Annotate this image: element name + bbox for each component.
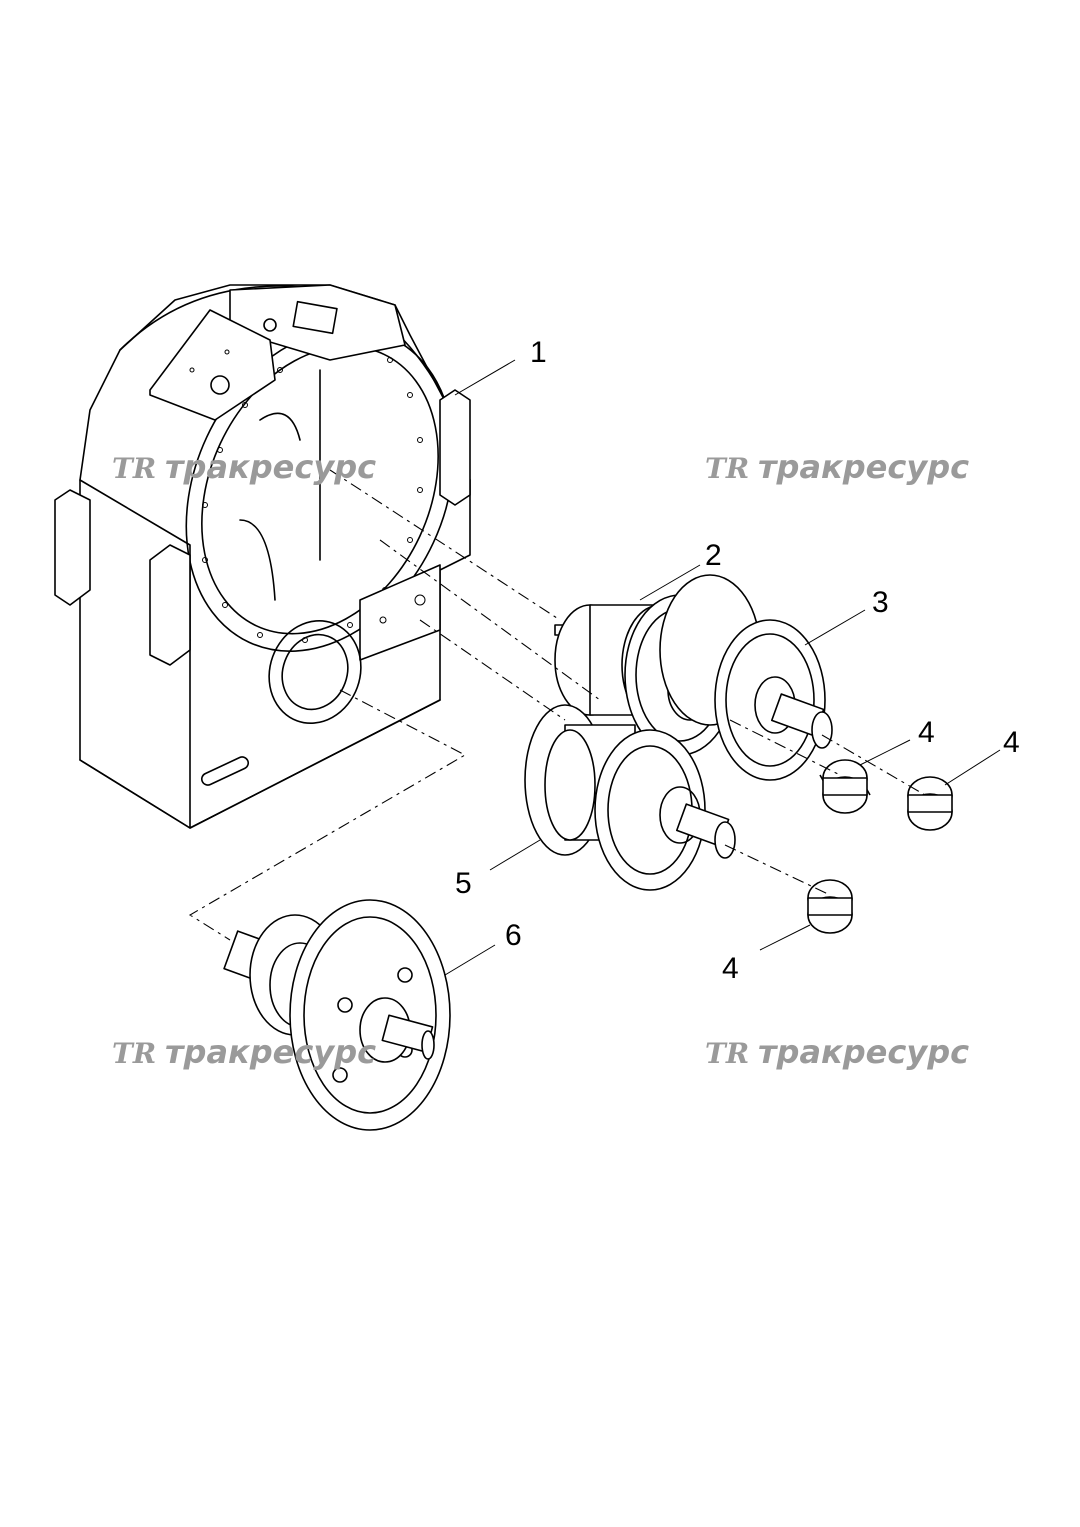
callout-label-6: 6: [505, 919, 522, 952]
watermark-logo: TR: [112, 1037, 156, 1070]
callout-4c: 4: [722, 924, 811, 985]
callout-label-4c: 4: [722, 952, 739, 985]
callout-label-5: 5: [455, 867, 472, 900]
callout-label-2: 2: [705, 539, 722, 572]
callout-6: 6: [444, 919, 522, 976]
callout-label-4b: 4: [1003, 726, 1020, 759]
clutch-pack-lower: [524, 704, 736, 891]
watermark-top-left: TR тракресурс: [112, 448, 376, 486]
callout-4b: 4: [944, 726, 1020, 786]
watermark-text: тракресурс: [165, 1033, 376, 1071]
output-shaft-assembly: [223, 899, 451, 1131]
watermark-bottom-left: TR тракресурс: [112, 1033, 376, 1071]
assembly-axis-lines: [188, 469, 926, 941]
watermark-logo: TR: [112, 452, 156, 485]
watermark-text: тракресурс: [758, 448, 969, 486]
callout-5: 5: [455, 839, 541, 900]
callout-label-3: 3: [872, 586, 889, 619]
bushing-lower: [807, 879, 853, 934]
callout-1: 1: [454, 336, 547, 396]
callout-4a: 4: [859, 716, 935, 766]
bushing-upper-right: [907, 776, 953, 831]
clutch-pack-right: [659, 574, 833, 781]
watermark-bottom-right: TR тракресурс: [705, 1033, 969, 1071]
watermark-logo: TR: [705, 452, 749, 485]
bushing-upper-left: [819, 759, 871, 814]
watermark-top-right: TR тракресурс: [705, 448, 969, 486]
callout-label-4a: 4: [918, 716, 935, 749]
watermark-logo: TR: [705, 1037, 749, 1070]
callout-3: 3: [804, 586, 889, 646]
transmission-housing: [54, 284, 471, 829]
callout-label-1: 1: [530, 336, 547, 369]
callout-2: 2: [639, 539, 722, 601]
watermark-text: тракресурс: [758, 1033, 969, 1071]
watermark-text: тракресурс: [165, 448, 376, 486]
